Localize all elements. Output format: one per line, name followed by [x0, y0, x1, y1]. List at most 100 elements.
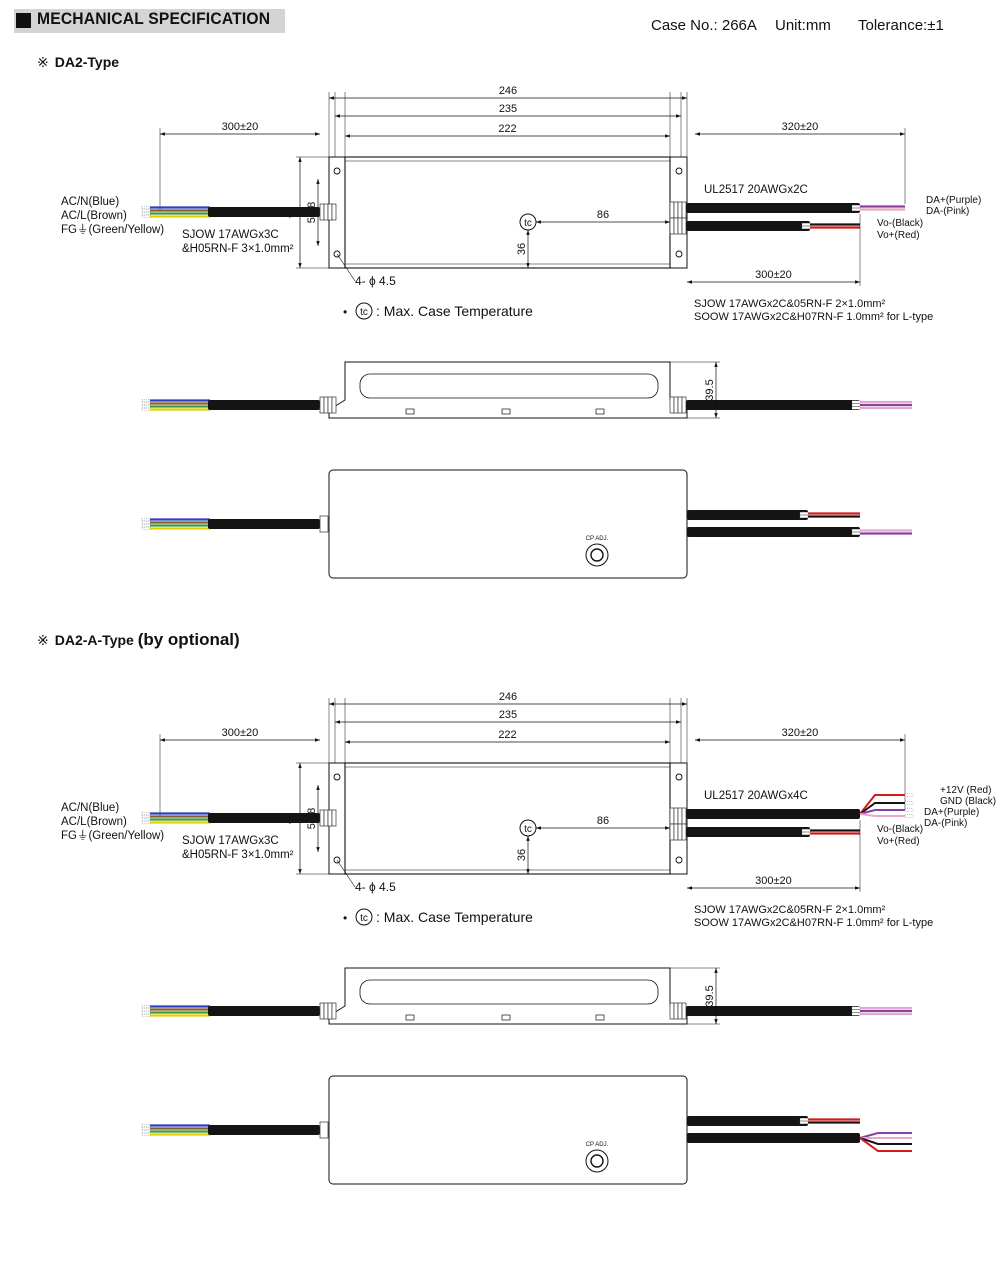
section-title-da2: ※DA2-Type: [37, 54, 119, 71]
hole-leader: [336, 859, 356, 888]
bottom-right-wires-da-wire-tip-0: [851, 529, 861, 533]
bottom-right-wires-vo-wire-tip-1: [799, 515, 809, 519]
right-wire-label: Vo+(Red): [877, 230, 920, 241]
side-right-gland: [669, 396, 687, 414]
left-wires-wire-tip-1: [141, 815, 151, 819]
top-view-body: [344, 762, 671, 875]
header-bar: [14, 9, 285, 33]
top-view-body: [344, 156, 671, 269]
bottom-view-body: [328, 1075, 688, 1185]
bottom-left-wires-wire-tip-1: [141, 521, 151, 525]
tc-legend-symbol-text: tc: [360, 307, 368, 318]
side-left-gland-ring-0: [319, 1002, 325, 1020]
bottom-right-wires-da-wire-tip-1: [851, 532, 861, 536]
right-wire-label: Vo-(Black): [877, 824, 923, 835]
side-right-gland-ring-1: [673, 1002, 679, 1020]
right-wire-tip-1: [904, 801, 914, 805]
tc-legend-text: : Max. Case Temperature: [376, 909, 533, 925]
side-right-gland-ring-1: [673, 396, 679, 414]
left-gland-ring-3: [331, 203, 337, 221]
dim-hole-label: 4- ϕ 4.5: [355, 274, 396, 288]
side-left-wires-wire-tip-0: [141, 399, 151, 403]
bottom-right-wires-vo-wire-tip-0: [799, 1117, 809, 1121]
right-wire-label: DA-(Pink): [924, 818, 967, 829]
bottom-right-cable-lower: [687, 1133, 860, 1143]
bottom-right-wire-0: [859, 1132, 912, 1139]
bottom-cable-spec: SOOW 17AWGx2C&H07RN-F 1.0mm² for L-type: [694, 311, 933, 323]
side-view-foot-0: [405, 408, 415, 415]
left-wire-label: AC/L(Brown): [61, 210, 127, 222]
side-right-gland-ring-3: [681, 1002, 687, 1020]
dim-right-cable2-label: 300±20: [755, 875, 792, 887]
page-title: MECHANICAL SPECIFICATION: [37, 9, 271, 28]
left-gland-ring-1: [323, 203, 329, 221]
bullet: •: [343, 305, 347, 319]
left-wires-wire-tip-0: [141, 205, 151, 209]
left-cable-spec: SJOW 17AWGx3C: [182, 229, 279, 241]
bottom-right-wire-2: [859, 1137, 912, 1145]
right-wire-0: [859, 794, 905, 815]
right-gland-ring-0: [669, 807, 675, 825]
side-left-gland-ring-3: [331, 1002, 337, 1020]
left-gland-ring-0: [319, 203, 325, 221]
dim-mount-label: 235: [499, 103, 517, 115]
left-gland: [319, 203, 337, 221]
left-wires-wire-tip-3: [141, 214, 151, 218]
right-wires-vo-wire-tip-1: [801, 832, 811, 836]
side-left-gland-ring-2: [327, 396, 333, 414]
right-gland-ring-2: [677, 823, 683, 841]
side-view-foot-2: [595, 408, 605, 415]
side-view-recess: [359, 979, 659, 1005]
right-wires-vo-wire-tip-1: [801, 225, 811, 229]
left-gland-ring-2: [327, 809, 333, 827]
tolerance-label: Tolerance:±1: [858, 17, 944, 34]
right-wire-3: [859, 813, 905, 817]
side-right-gland: [669, 1002, 687, 1020]
side-left-wires-wire-tip-2: [141, 1011, 151, 1015]
tc-symbol-text: tc: [524, 218, 532, 229]
dim-left-cable-label: 300±20: [222, 727, 259, 739]
section-title-text: DA2-A-Type: [54, 632, 134, 648]
side-right-cable: [686, 400, 860, 410]
right-cable-spec: UL2517 20AWGx2C: [704, 184, 808, 196]
right-gland: [669, 201, 687, 219]
right-gland-ring-2: [677, 217, 683, 235]
side-view-foot-2: [595, 1014, 605, 1021]
left-cable-spec: &H05RN-F 3×1.0mm²: [182, 849, 294, 861]
right-gland-ring-3: [681, 217, 687, 235]
bottom-right-cable-lower: [687, 527, 860, 537]
bottom-left-wires-wire-tip-0: [141, 518, 151, 522]
side-left-cable: [208, 400, 320, 410]
side-left-wires-wire-tip-3: [141, 408, 151, 412]
left-wires-wire-tip-3: [141, 821, 151, 825]
dim-body-label: 222: [498, 123, 516, 135]
right-wire-2: [859, 809, 905, 815]
side-view-foot-1: [501, 408, 511, 415]
right-gland-ring-0: [669, 217, 675, 235]
right-cable-upper: [686, 203, 860, 213]
tc-symbol-text: tc: [524, 824, 532, 835]
side-right-gland-ring-3: [681, 396, 687, 414]
right-cable-lower: [686, 827, 810, 837]
side-view-foot-0: [405, 1014, 415, 1021]
left-wires-wire-tip-2: [141, 818, 151, 822]
side-left-wires-wire-tip-1: [141, 1008, 151, 1012]
mount-hole-icon: [333, 167, 341, 175]
left-cable: [208, 813, 320, 823]
side-right-gland-ring-2: [677, 1002, 683, 1020]
right-gland-ring-2: [677, 807, 683, 825]
dim-body-label: 222: [498, 729, 516, 741]
bottom-view-body: [328, 469, 688, 579]
side-right-wires-wire-tip-0: [851, 400, 861, 404]
side-right-wires-wire-tip-2: [851, 1012, 861, 1016]
cp-adj-label: CP ADJ.: [586, 1142, 609, 1148]
right-wires-vo-wire-tip-0: [801, 222, 811, 226]
right-wire-label: DA-(Pink): [926, 206, 969, 217]
side-left-gland-ring-1: [323, 396, 329, 414]
right-gland-ring-1: [673, 201, 679, 219]
section-title-da2-a: ※DA2-A-Type (by optional): [37, 630, 240, 650]
side-left-wires-wire-tip-3: [141, 1014, 151, 1018]
tc-legend-icon: [355, 908, 373, 926]
